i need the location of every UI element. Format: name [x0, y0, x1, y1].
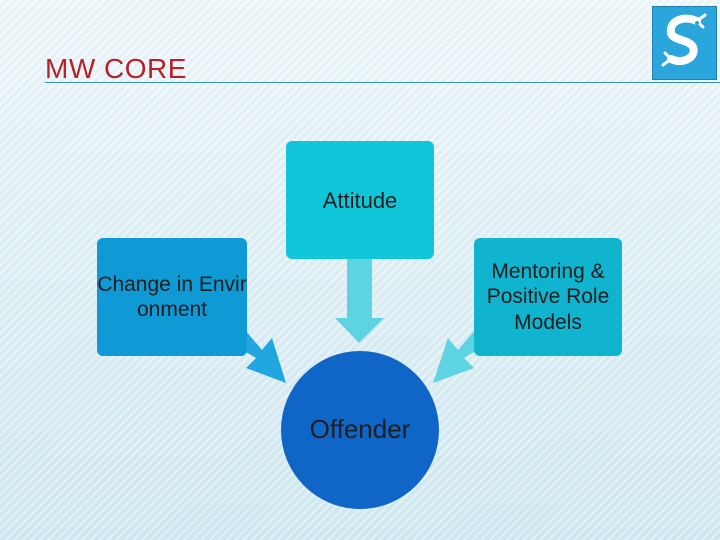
node-change-in-environment: Change in Environment	[97, 238, 247, 356]
node-offender: Offender	[281, 351, 439, 509]
node-offender-label: Offender	[309, 414, 411, 445]
dragon-s-logo-icon	[652, 6, 717, 80]
title-underline	[45, 82, 720, 83]
node-attitude-label: Attitude	[322, 187, 398, 213]
node-attitude: Attitude	[286, 141, 434, 259]
slide-title: MW CORE	[45, 53, 187, 84]
node-change-in-environment-label: Change in Environment	[97, 272, 247, 321]
arrow-attitude-to-offender	[335, 258, 384, 343]
node-mentoring-role-models: Mentoring & Positive Role Models	[474, 238, 622, 356]
node-mentoring-role-models-label: Mentoring & Positive Role Models	[486, 260, 610, 334]
